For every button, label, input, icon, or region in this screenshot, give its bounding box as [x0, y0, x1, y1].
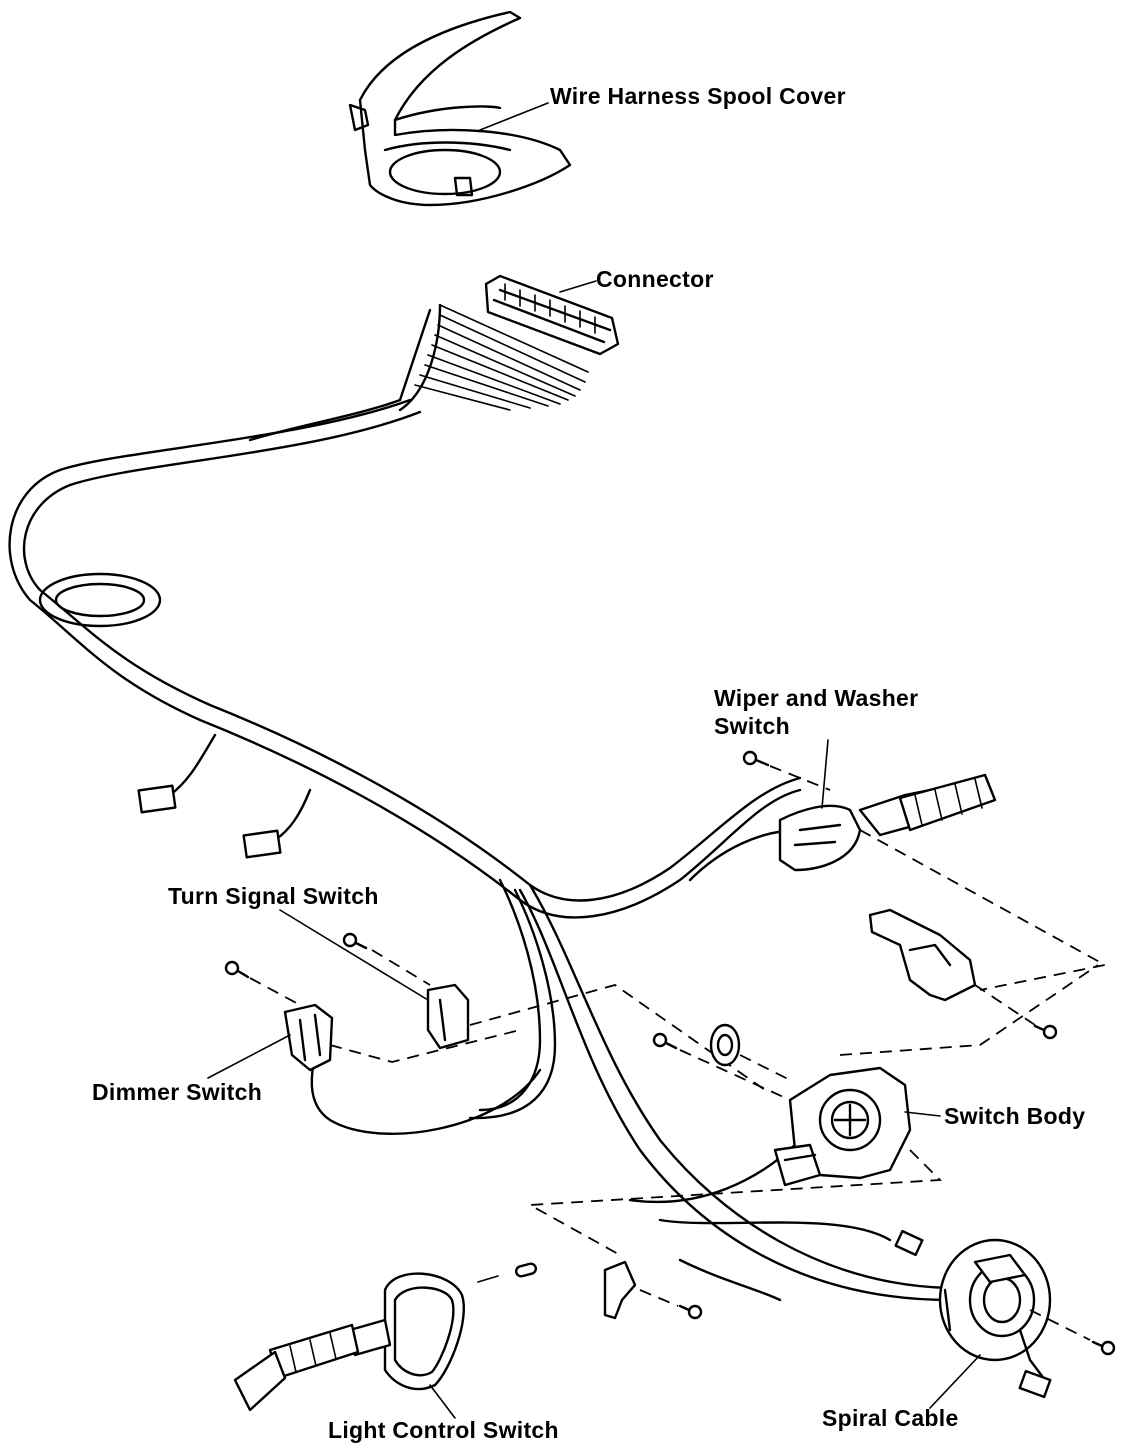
- label-wire-harness-spool-cover: Wire Harness Spool Cover: [550, 83, 846, 109]
- label-wiper-washer-line1: Wiper and Washer: [714, 685, 918, 711]
- wiper-washer-switch: [778, 773, 997, 872]
- mounting-bracket: [868, 908, 977, 1002]
- light-control-pin: [477, 1262, 538, 1283]
- label-connector: Connector: [596, 266, 714, 292]
- switch-body-screw: [652, 1032, 678, 1050]
- light-control-screw: [678, 1304, 703, 1320]
- switch-body: [773, 1066, 912, 1187]
- label-spiral-cable: Spiral Cable: [822, 1405, 959, 1431]
- wire-harness-spool-cover: [348, 10, 572, 207]
- label-wiper-washer-line2: Switch: [714, 713, 790, 739]
- spiral-cable-screw: [1091, 1340, 1116, 1356]
- turn-signal-leader: [279, 909, 429, 1001]
- cable-clip: [709, 1023, 741, 1067]
- dimmer-switch: [283, 1003, 334, 1072]
- bracket-screw: [1033, 1024, 1058, 1040]
- wiper-screw: [742, 750, 770, 767]
- spiral-harness-connector: [894, 1229, 924, 1257]
- wiper-switch-leader: [821, 739, 829, 809]
- turn-signal-switch: [426, 983, 470, 1050]
- spiral-dash-guide: [1029, 1309, 1091, 1341]
- light-control-bracket: [603, 1260, 637, 1320]
- turn-signal-dash-guide: [371, 949, 766, 1091]
- label-dimmer-switch: Dimmer Switch: [92, 1079, 262, 1105]
- spool-cover-leader: [479, 102, 549, 131]
- connector-leader: [559, 280, 597, 293]
- dimmer-dash-guide: [249, 977, 521, 1063]
- label-turn-signal-switch: Turn Signal Switch: [168, 883, 379, 909]
- harness-branch-connectors: [137, 733, 312, 859]
- wiper-dash-guide: [769, 765, 1108, 991]
- light-control-switch: [233, 1272, 465, 1412]
- spiral-cable-leader: [929, 1354, 981, 1409]
- dimmer-screw: [224, 960, 250, 979]
- light-control-leader: [429, 1384, 456, 1419]
- connector: [484, 274, 620, 356]
- light-control-dash-guide: [639, 1289, 679, 1307]
- label-switch-body: Switch Body: [944, 1103, 1085, 1129]
- label-light-control-switch: Light Control Switch: [328, 1417, 559, 1443]
- dimmer-leader: [207, 1034, 291, 1079]
- turn-signal-screw: [342, 932, 368, 950]
- switch-body-dash-guide: [526, 964, 1099, 1256]
- spiral-cable: [938, 1238, 1052, 1399]
- bracket-dash-guide: [974, 984, 1036, 1026]
- switch-body-leader: [904, 1111, 941, 1117]
